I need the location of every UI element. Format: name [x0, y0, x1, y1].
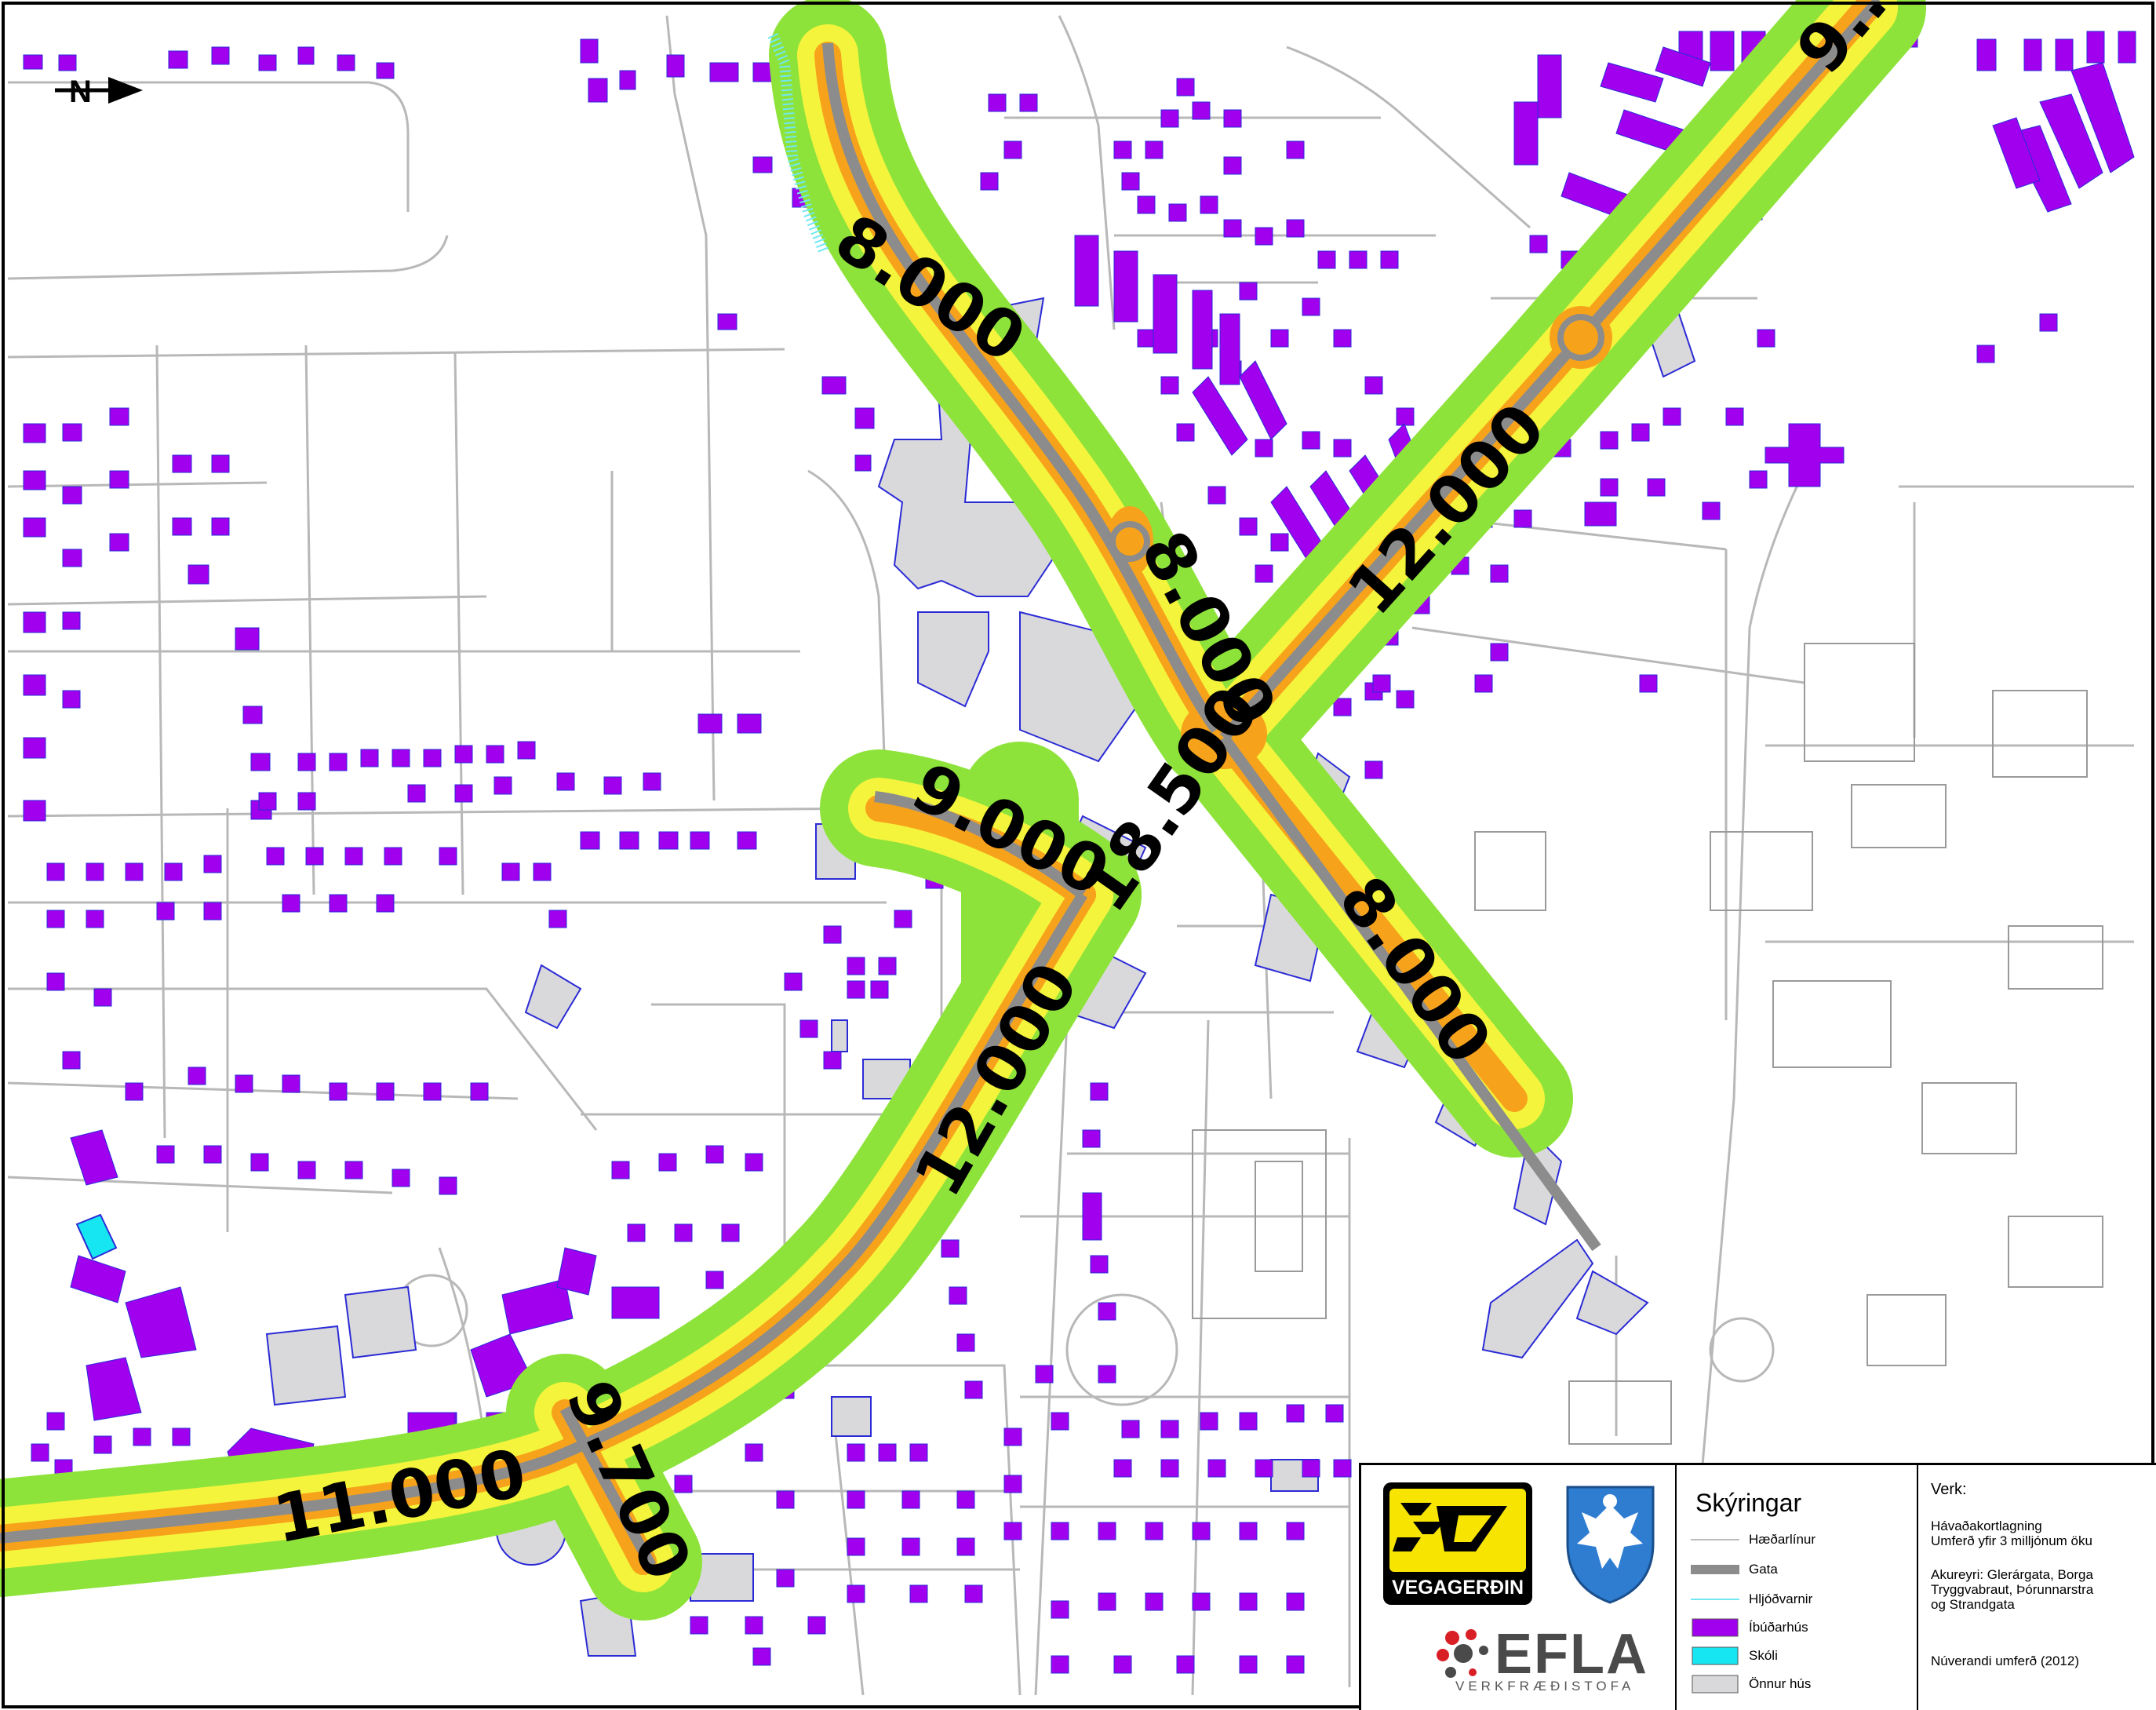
- legend-item-contours: Hæðarlínur: [1691, 1530, 1910, 1550]
- efla-logo: EFLA VERKFRÆÐISTOFA: [1432, 1622, 1647, 1701]
- legend-item-label: Hæðarlínur: [1749, 1532, 1816, 1547]
- noise-barrier: [767, 33, 829, 253]
- legend-item-other-buildings: Önnur hús: [1691, 1674, 1910, 1694]
- roundabout-streets: [395, 1274, 1775, 1406]
- vegagerdin-logo: VEGAGERÐIN: [1383, 1482, 1532, 1605]
- vegagerdin-name: VEGAGERÐIN: [1391, 1577, 1524, 1599]
- project-line: Hávaðakortlagning: [1931, 1519, 2042, 1533]
- school-swatch: [1692, 1646, 1739, 1665]
- road-swatch: [1691, 1565, 1739, 1574]
- project-line: Akureyri: Glerárgata, Borga: [1931, 1567, 2093, 1582]
- project-column: Verk: Hávaðakortlagning Umferð yfir 3 mi…: [1917, 1465, 2156, 1710]
- logo-column: VEGAGERÐIN EFLA VERKFRÆÐISTOFA: [1361, 1465, 1677, 1710]
- project-line: Núverandi umferð (2012): [1931, 1653, 2079, 1668]
- project-line: Tryggvabraut, Þórunnarstra: [1931, 1582, 2094, 1597]
- other-buildings-swatch: [1692, 1675, 1739, 1694]
- legend-item-road: Gata: [1691, 1559, 1910, 1580]
- building-outlines: [1192, 643, 2103, 1445]
- north-arrow-label: N: [69, 75, 92, 109]
- efla-subtitle: VERKFRÆÐISTOFA: [1455, 1679, 1635, 1694]
- project-heading: Verk:: [1931, 1481, 1967, 1498]
- noise-barrier-swatch: [1691, 1599, 1739, 1600]
- roads: [0, 0, 1884, 1569]
- legend-item-label: Gata: [1749, 1562, 1778, 1577]
- efla-name: EFLA: [1495, 1623, 1648, 1686]
- north-arrow: N: [55, 75, 143, 109]
- legend-item-label: Íbúðarhús: [1749, 1620, 1808, 1635]
- legend-title: Skýringar: [1695, 1489, 1802, 1517]
- school-building: [75, 1213, 118, 1260]
- roundabouts: [1109, 314, 1604, 562]
- legend-item-school: Skóli: [1691, 1646, 1910, 1666]
- project-line: Umferð yfir 3 milljónum öku: [1931, 1533, 2092, 1548]
- legend-item-residential: Íbúðarhús: [1691, 1617, 1910, 1638]
- legend-item-label: Önnur hús: [1749, 1676, 1812, 1691]
- legend-panel: VEGAGERÐIN EFLA VERKFRÆÐISTOFA Ský: [1359, 1463, 2156, 1710]
- vegagerdin-logo-mark: [1389, 1489, 1526, 1572]
- project-line: og Strandgata: [1931, 1597, 2015, 1612]
- legend-keys-column: Skýringar Hæðarlínur Gata Hljóðvarnir Íb…: [1675, 1465, 1918, 1710]
- residential-swatch: [1692, 1618, 1739, 1637]
- legend-item-label: Skóli: [1749, 1648, 1778, 1663]
- akureyri-crest: [1561, 1481, 1659, 1606]
- contour-line-swatch: [1691, 1539, 1739, 1540]
- legend-item-noise-barrier: Hljóðvarnir: [1691, 1589, 1910, 1610]
- legend-item-label: Hljóðvarnir: [1749, 1592, 1813, 1606]
